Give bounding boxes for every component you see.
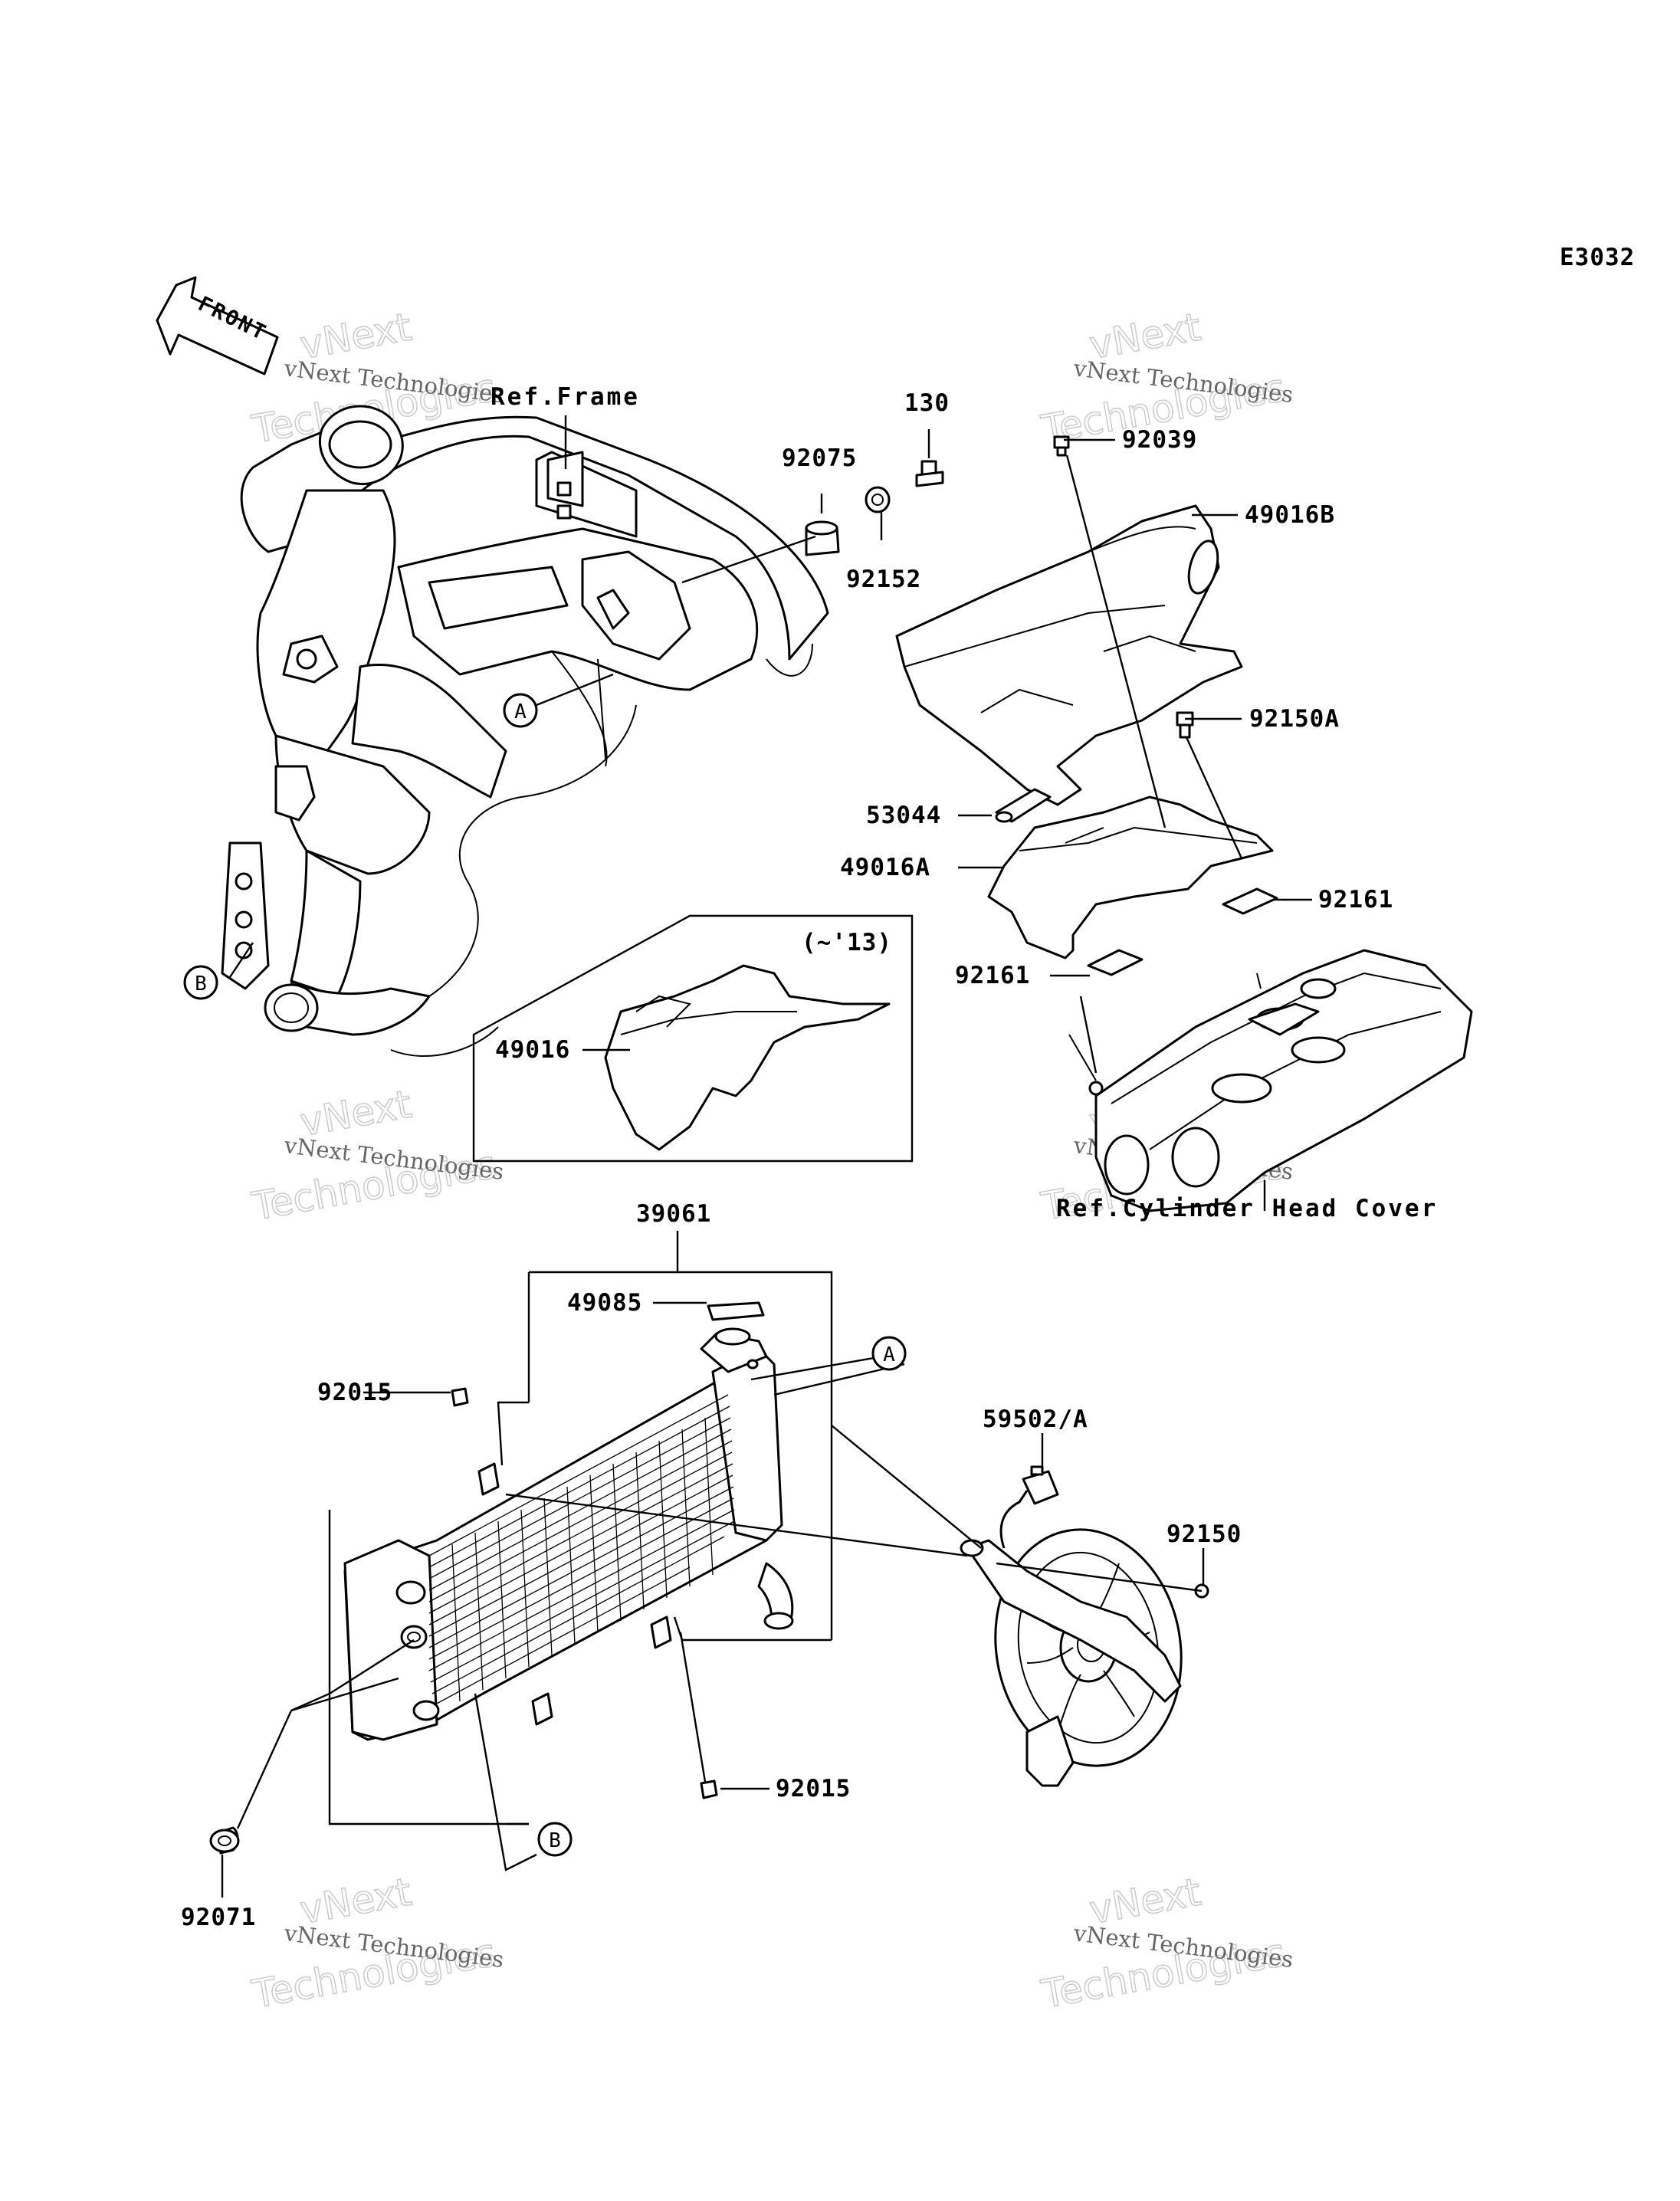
fan-assembly: [960, 1465, 1209, 1787]
ref-frame-label: Ref.Frame: [491, 383, 640, 411]
part-130-bolt: [915, 460, 944, 487]
inset-box: (~'13): [472, 914, 914, 1163]
part-label: 39061: [636, 1200, 711, 1228]
part-92161-pads: [1087, 887, 1278, 976]
part-label: 92015: [317, 1379, 392, 1406]
callout-b-left: B: [183, 965, 218, 1000]
radiator-39061: [209, 1271, 833, 1855]
svg-text:B: B: [195, 973, 207, 996]
part-label: 49016B: [1245, 501, 1335, 529]
part-label: 59502/A: [983, 1406, 1088, 1433]
part-53044-damper: [995, 788, 1052, 823]
part-92150a-bolt: [1176, 711, 1194, 739]
part-label: 92161: [1318, 886, 1393, 914]
callout-a-top: A: [503, 693, 538, 728]
part-label: 92150A: [1249, 705, 1340, 733]
front-arrow-icon: FRONT: [156, 276, 279, 376]
part-92075-grommet: [805, 520, 840, 556]
part-label: 130: [904, 389, 950, 417]
radiator-fins: [428, 1394, 735, 1706]
cylinder-head-cover-drawing: [1068, 949, 1473, 1212]
part-label: 53044: [866, 802, 941, 829]
part-label: 92161: [955, 962, 1030, 989]
part-label: 92075: [782, 444, 857, 472]
part-label: 92150: [1166, 1520, 1242, 1548]
ref-cylinder-head-cover-label: Ref.Cylinder Head Cover: [1056, 1195, 1438, 1222]
svg-text:A: A: [514, 700, 527, 723]
svg-text:A: A: [883, 1343, 895, 1366]
part-label: 49016A: [840, 854, 930, 881]
svg-text:B: B: [549, 1829, 561, 1852]
part-label: 92039: [1122, 426, 1197, 454]
callout-b-radiator: B: [537, 1822, 573, 1857]
diagram-code: E3032: [1560, 244, 1635, 271]
cover-49016b: [895, 504, 1243, 806]
part-92152-collar: [865, 486, 891, 513]
frame-drawing: [221, 405, 829, 1057]
part-label: 49016: [495, 1036, 570, 1064]
part-label: 92071: [181, 1904, 256, 1931]
inset-note: (~'13): [802, 929, 892, 956]
part-label: 92152: [846, 566, 921, 593]
part-label: 92015: [776, 1775, 851, 1802]
callout-a-radiator: A: [871, 1336, 907, 1371]
part-label: 49085: [567, 1289, 642, 1317]
cover-49016a: [987, 795, 1274, 959]
